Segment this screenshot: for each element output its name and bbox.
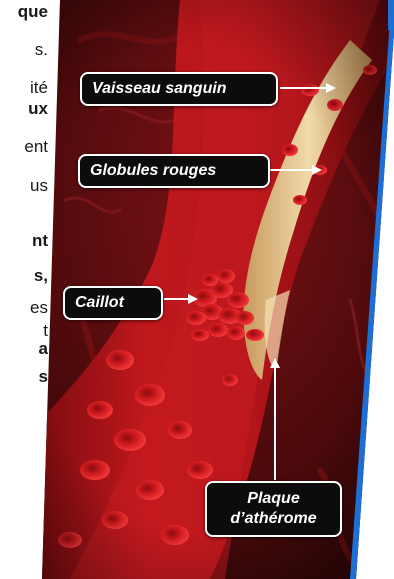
label-plaque-atherome: Plaque d’athérome	[205, 481, 342, 537]
label-globules-rouges: Globules rouges	[78, 154, 270, 188]
label-caillot: Caillot	[63, 286, 163, 320]
label-plaque-line2: d’athérome	[217, 509, 330, 529]
label-plaque-line1: Plaque	[217, 489, 330, 509]
label-vaisseau-sanguin: Vaisseau sanguin	[80, 72, 278, 106]
